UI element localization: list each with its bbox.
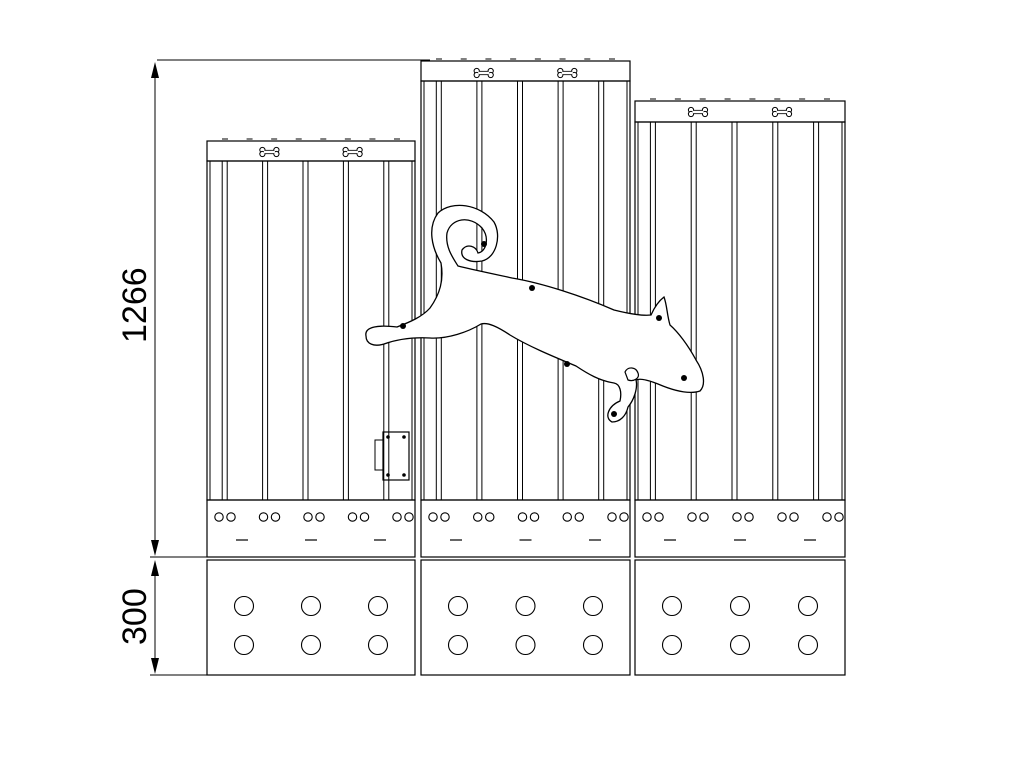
bone-icon xyxy=(771,106,793,118)
panel-band xyxy=(420,499,631,558)
panel-base xyxy=(420,559,631,676)
access-plate xyxy=(374,431,410,481)
dimension-label-upper: 1266 xyxy=(116,267,154,343)
bone-icon xyxy=(687,106,709,118)
panel-cap xyxy=(420,60,631,82)
panel-group xyxy=(206,58,846,676)
bone-icon xyxy=(342,146,363,158)
dimension-upper: 1266 xyxy=(116,59,430,558)
bone-icon xyxy=(259,146,280,158)
left-panel xyxy=(206,138,416,676)
bone-icon xyxy=(557,67,578,79)
panel-band xyxy=(206,499,416,558)
dog-silhouette xyxy=(365,204,705,423)
dimension-label-base: 300 xyxy=(116,588,154,645)
dimension-base: 300 xyxy=(116,560,207,676)
panel-cap xyxy=(634,100,846,123)
panel-cap xyxy=(206,140,416,162)
bone-icon xyxy=(473,67,494,79)
panel-base xyxy=(206,559,416,676)
panel-band xyxy=(634,499,846,558)
center-panel xyxy=(420,58,631,676)
right-panel xyxy=(634,98,846,676)
panel-base xyxy=(634,559,846,676)
